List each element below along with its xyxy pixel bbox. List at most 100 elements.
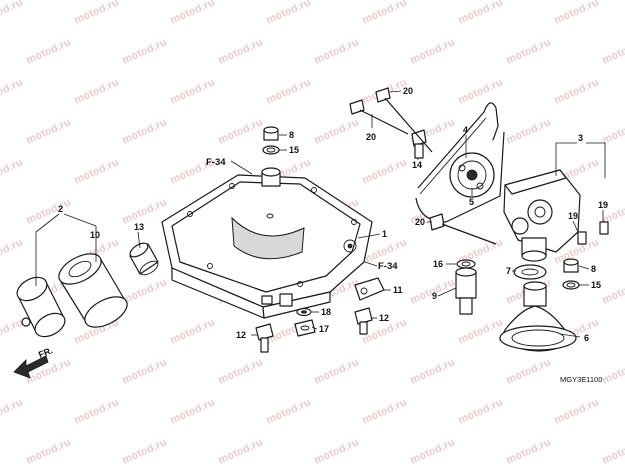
- oil-pump: [503, 169, 581, 262]
- watermark-text: motod.ru: [24, 116, 72, 146]
- watermark-text: motod.ru: [552, 396, 600, 426]
- watermark-text: motod.ru: [120, 36, 168, 66]
- watermark-text: motod.ru: [264, 0, 312, 27]
- oil-filter: [58, 253, 128, 328]
- watermark-text: motod.ru: [216, 36, 264, 66]
- bracket-11: [354, 277, 385, 301]
- callout-12-right: 12: [379, 313, 389, 323]
- callout-20-mid: 20: [366, 132, 376, 142]
- callout-11: 11: [393, 285, 403, 295]
- watermark-text: motod.ru: [216, 436, 264, 466]
- callout-20-top: 20: [403, 86, 413, 96]
- watermark-text: motod.ru: [264, 396, 312, 426]
- callout-7: 7: [506, 266, 511, 276]
- reference-f34-right: F-34: [378, 261, 398, 272]
- callout-19-a: 19: [568, 211, 578, 221]
- o-ring-15-top: [262, 145, 280, 155]
- watermark-text: motod.ru: [504, 436, 552, 466]
- dowel-19-a: [577, 231, 587, 245]
- callout-17: 17: [319, 324, 329, 334]
- watermark-text: motod.ru: [312, 436, 360, 466]
- watermark-text: motod.ru: [72, 76, 120, 106]
- watermark-text: motod.ru: [264, 76, 312, 106]
- callout-8-top: 8: [289, 130, 294, 140]
- watermark-text: motod.ru: [120, 276, 168, 306]
- callout-5: 5: [469, 197, 474, 207]
- watermark-text: motod.ru: [120, 436, 168, 466]
- watermark-text: motod.ru: [72, 156, 120, 186]
- dowel-19-b: [599, 221, 609, 235]
- seal-16: [456, 259, 476, 269]
- bolt-12-right: [354, 307, 373, 335]
- watermark-text: motod.ru: [600, 276, 625, 306]
- watermark-text: motod.ru: [0, 156, 25, 186]
- watermark-text: motod.ru: [408, 36, 456, 66]
- callout-13: 13: [134, 222, 144, 232]
- watermark-text: motod.ru: [168, 316, 216, 346]
- watermark-text: motod.ru: [312, 36, 360, 66]
- watermark-text: motod.ru: [600, 356, 625, 386]
- watermark-text: motod.ru: [120, 356, 168, 386]
- callout-16: 16: [433, 259, 443, 269]
- washer-18: [296, 307, 312, 317]
- watermark-text: motod.ru: [456, 396, 504, 426]
- watermark-text: motod.ru: [24, 36, 72, 66]
- watermark-text: motod.ru: [456, 0, 504, 27]
- diagram-code: MGY3E1100: [560, 375, 602, 384]
- callout-19-b: 19: [598, 200, 608, 210]
- watermark-text: motod.ru: [24, 356, 72, 386]
- watermark-text: motod.ru: [216, 356, 264, 386]
- o-ring-15-right: [562, 280, 580, 290]
- watermark-text: motod.ru: [0, 0, 25, 27]
- callout-labels: 1 2 3 4 5 6 7 8 8 9 10 11 12 12 13 14 15…: [58, 86, 608, 384]
- watermark-text: motod.ru: [456, 76, 504, 106]
- callout-6: 6: [584, 333, 589, 343]
- callout-9: 9: [432, 291, 437, 301]
- leader-lines: [35, 90, 606, 338]
- watermark-text: motod.ru: [72, 396, 120, 426]
- callout-3: 3: [578, 133, 583, 143]
- watermark-text: motod.ru: [504, 356, 552, 386]
- callout-15-top: 15: [289, 145, 299, 155]
- oil-seal-7: [513, 264, 547, 280]
- watermark-text: motod.ru: [600, 116, 625, 146]
- oil-pressure-switch: [455, 267, 477, 315]
- watermark-text: motod.ru: [72, 0, 120, 27]
- watermark-text: motod.ru: [0, 396, 25, 426]
- watermark-text: motod.ru: [504, 36, 552, 66]
- long-bolt-20-a: [375, 87, 433, 153]
- watermark-text: motod.ru: [168, 396, 216, 426]
- drain-bolt-17: [294, 319, 316, 337]
- callout-4: 4: [463, 125, 468, 135]
- watermark-text: motod.ru: [168, 0, 216, 27]
- watermark-text: motod.ru: [408, 356, 456, 386]
- watermark-text: motod.ru: [360, 396, 408, 426]
- collar-8-right: [563, 258, 579, 273]
- callout-1: 1: [382, 229, 387, 239]
- watermark-text: motod.ru: [312, 356, 360, 386]
- long-bolt-20-b: [349, 99, 409, 135]
- bolt-12-left: [255, 323, 274, 353]
- watermark-text: motod.ru: [360, 0, 408, 27]
- watermark-text: motod.ru: [0, 76, 25, 106]
- watermark-text: motod.ru: [0, 236, 25, 266]
- watermark-text: motod.ru: [600, 36, 625, 66]
- bolt-14: [411, 129, 427, 159]
- callout-10: 10: [90, 230, 100, 240]
- watermark-text: motod.ru: [360, 156, 408, 186]
- callout-2: 2: [58, 204, 63, 214]
- watermark-text: motod.ru: [408, 436, 456, 466]
- callout-12-left: 12: [236, 330, 246, 340]
- front-direction-label: FR.: [37, 345, 54, 360]
- oil-pan: [161, 167, 373, 319]
- callout-15-right: 15: [591, 280, 601, 290]
- watermark-text: motod.ru: [552, 0, 600, 27]
- watermark-text: motod.ru: [120, 116, 168, 146]
- oil-filter-cap: [16, 276, 66, 338]
- watermark-text: motod.ru: [456, 316, 504, 346]
- long-bolt-20-c: [429, 213, 497, 245]
- callout-8-right: 8: [591, 264, 596, 274]
- reference-f34-top: F-34: [206, 157, 226, 168]
- watermark-text: motod.ru: [216, 116, 264, 146]
